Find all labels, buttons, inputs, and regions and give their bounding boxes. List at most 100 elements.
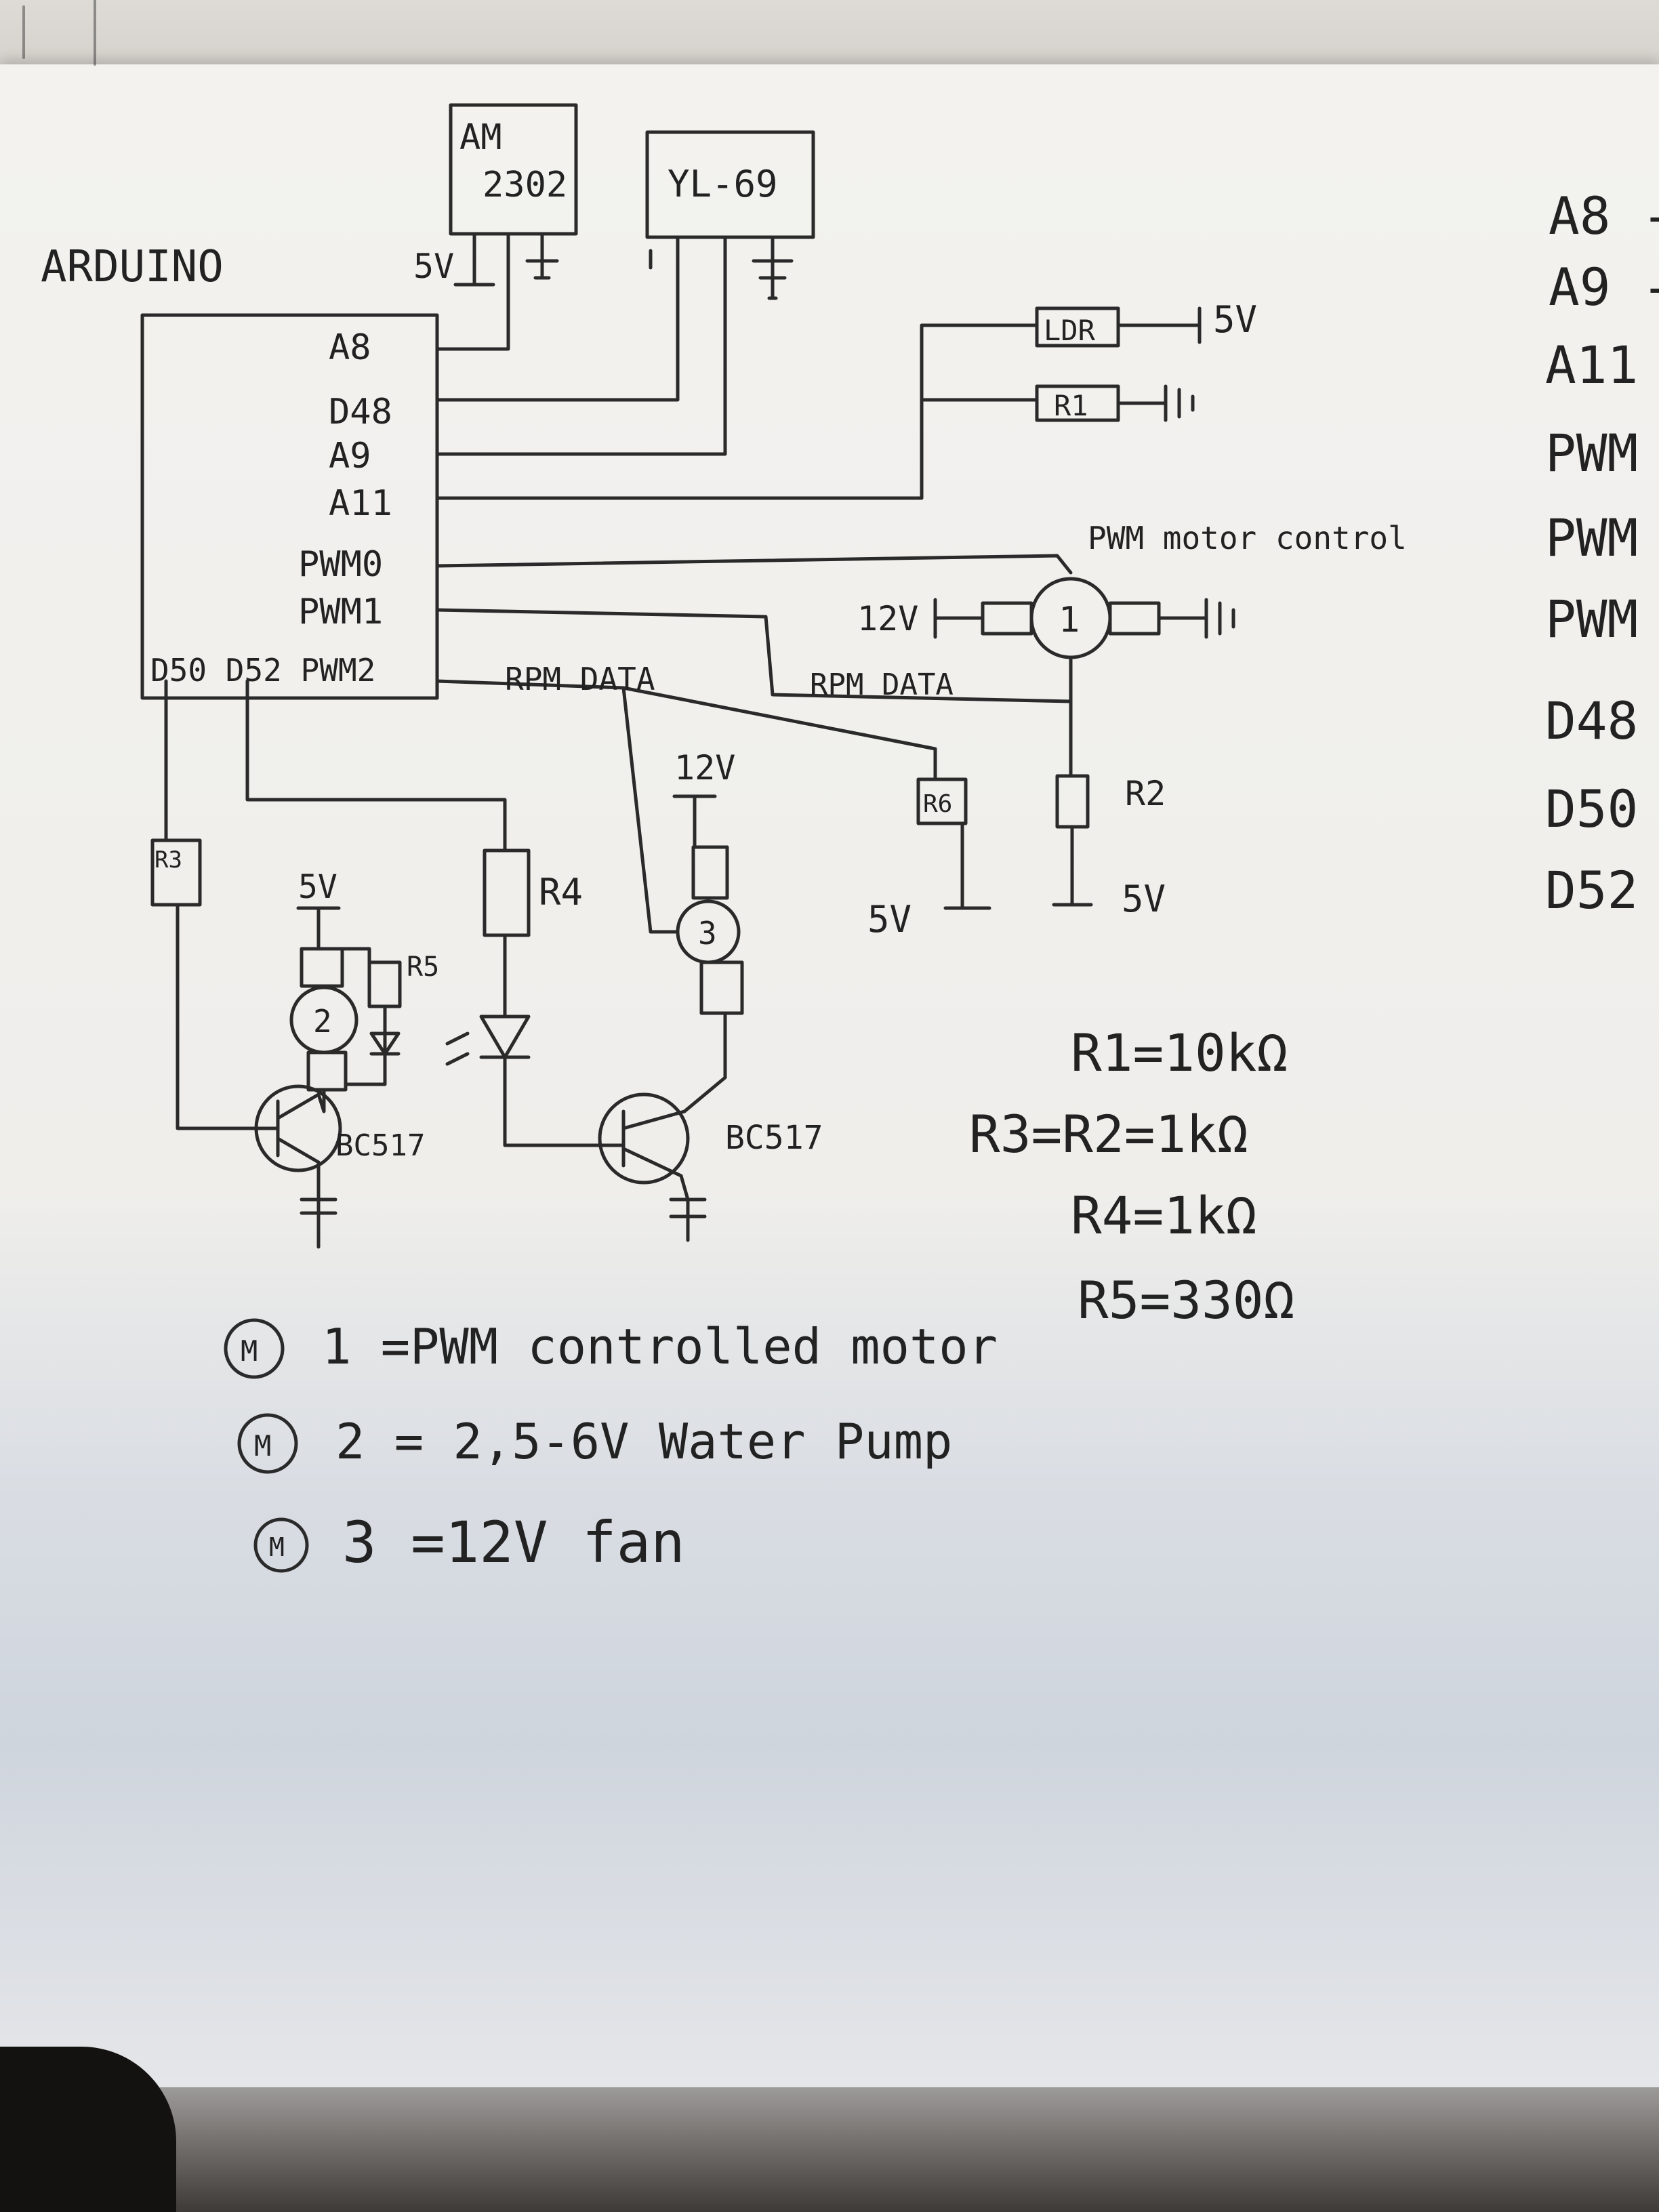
table-surface [0,2087,1659,2212]
edge-item-2: A9 - [1549,257,1659,317]
yl69-label: YL-69 [668,163,778,205]
am2302-sensor [449,103,578,236]
fan-12v-wire [672,794,717,849]
r3-label: R3 [155,846,182,874]
r1-ground-icon [1116,384,1195,422]
pump-upper-lead [300,947,344,988]
rpm-data-label-1: RPM DATA [505,661,655,697]
ldr-label: LDR [1044,314,1096,347]
motor-1-number: 1 [1059,600,1080,640]
transistor-left-ground-icon [300,1160,337,1249]
wire-a11-ldr [435,323,1039,500]
am2302-label-2: 2302 [483,165,567,205]
paper-sheet [0,64,1659,2111]
pin-bottom-row: D50 D52 PWM2 [150,652,375,689]
wire-fan-rpm [621,686,680,934]
wire-a8 [435,232,510,351]
wire-fan-collector [682,1011,727,1113]
fan-12v-label: 12V [674,748,735,787]
r2-5v-label: 5V [1122,878,1166,920]
edge-item-5: PWM [1545,508,1638,568]
r2-component [1055,774,1090,829]
wire-pwm1 [435,608,1073,703]
value-r4: R4=1kΩ [1071,1185,1257,1246]
edge-item-7: D48 [1545,691,1638,751]
r1-label: R1 [1054,389,1088,422]
r2-5v-wire [1052,825,1093,907]
bc517-right-label: BC517 [725,1119,823,1157]
r6-5v-label: 5V [867,898,912,941]
ldr-5v-label: 5V [1213,298,1257,341]
legend-motor-icon-3 [253,1517,309,1573]
value-r5: R5=330Ω [1078,1270,1294,1330]
edge-item-6: PWM [1545,589,1638,649]
motor-1-12v-wire [933,598,985,639]
edge-pin-list: A8 - A9 - A11 - PWM PWM PWM D48 D50 D52 [1545,186,1659,920]
bc517-left-label: BC517 [335,1128,425,1163]
pump-5v-wire [296,906,371,964]
value-r1: R1=10kΩ [1071,1023,1288,1083]
legend-motor-icon-2 [237,1413,298,1474]
wire-r3-base [176,903,260,1130]
edge-item-9: D52 [1545,860,1638,920]
legend-m3: 3 =12V fan [342,1509,685,1576]
r2-label: R2 [1125,774,1166,813]
motor-1-left-lead [981,601,1033,636]
value-r3-r2: R3=R2=1kΩ [969,1104,1248,1164]
arduino-title: ARDUINO [41,242,224,292]
pwm-motor-control-label: PWM motor control [1088,520,1407,556]
yl69-ground-icon [752,235,794,300]
yl69-sensor [645,130,815,239]
transistor-right-symbol [601,1109,687,1178]
am2302-ground-icon [525,232,559,280]
pump-lower-lead [306,1050,348,1092]
legend-m1: 1 =PWM controlled motor [322,1318,998,1375]
pin-a9: A9 [329,436,371,476]
fan-upper-lead [691,845,729,900]
r5-label: R5 [407,951,439,983]
edge-item-3: A11 - [1545,335,1659,395]
motor-1-ground-icon [1157,598,1235,639]
motor-1-right-lead [1108,601,1161,636]
fan-lower-lead [699,960,744,1015]
legend-symbol-3: M [269,1532,285,1562]
led-light-arrows-icon [445,1031,470,1066]
legend-m2: 2 = 2,5-6V Water Pump [335,1413,952,1470]
pin-a8: A8 [329,327,371,368]
legend-symbol-2: M [254,1429,271,1462]
edge-item-8: D50 [1545,779,1638,839]
edge-item-4: PWM [1545,423,1638,483]
motor-2-number: 2 [313,1003,332,1040]
edge-item-1: A8 - [1549,186,1659,246]
legend-symbol-1: M [241,1334,258,1368]
pin-pwm0: PWM0 [298,544,383,585]
wire-a9 [435,235,727,456]
pump-5v-label: 5V [298,868,337,906]
wire-d48 [435,235,680,402]
transistor-right-ground-icon [669,1174,707,1242]
am2302-label-1: AM [459,117,502,158]
sensor-5v-label: 5V [413,247,454,286]
rpm-data-label-2: RPM DATA [810,668,954,702]
ldr-5v-wire [1116,306,1202,344]
pump-led-diode [344,1004,401,1086]
r5-component [367,960,402,1008]
r4-component [483,848,531,937]
arduino-board [140,313,439,700]
r4-label: R4 [539,871,583,914]
pin-a11: A11 [329,483,392,524]
background-sheet-marks [22,0,96,66]
r6-component [916,777,968,825]
wire-led-base [503,1055,605,1147]
transistor-right [598,1092,690,1185]
pin-pwm1: PWM1 [298,592,383,632]
transistor-left-symbol [255,1092,321,1164]
wire-pwm0 [435,554,1073,575]
r6-5v-wire [943,821,991,910]
am2302-vcc-wire [453,232,495,287]
legend-motor-icon-1 [224,1318,285,1379]
motor-3-number: 3 [698,915,717,951]
pump-collector-wire [316,1088,326,1113]
led-diode [479,933,531,1059]
